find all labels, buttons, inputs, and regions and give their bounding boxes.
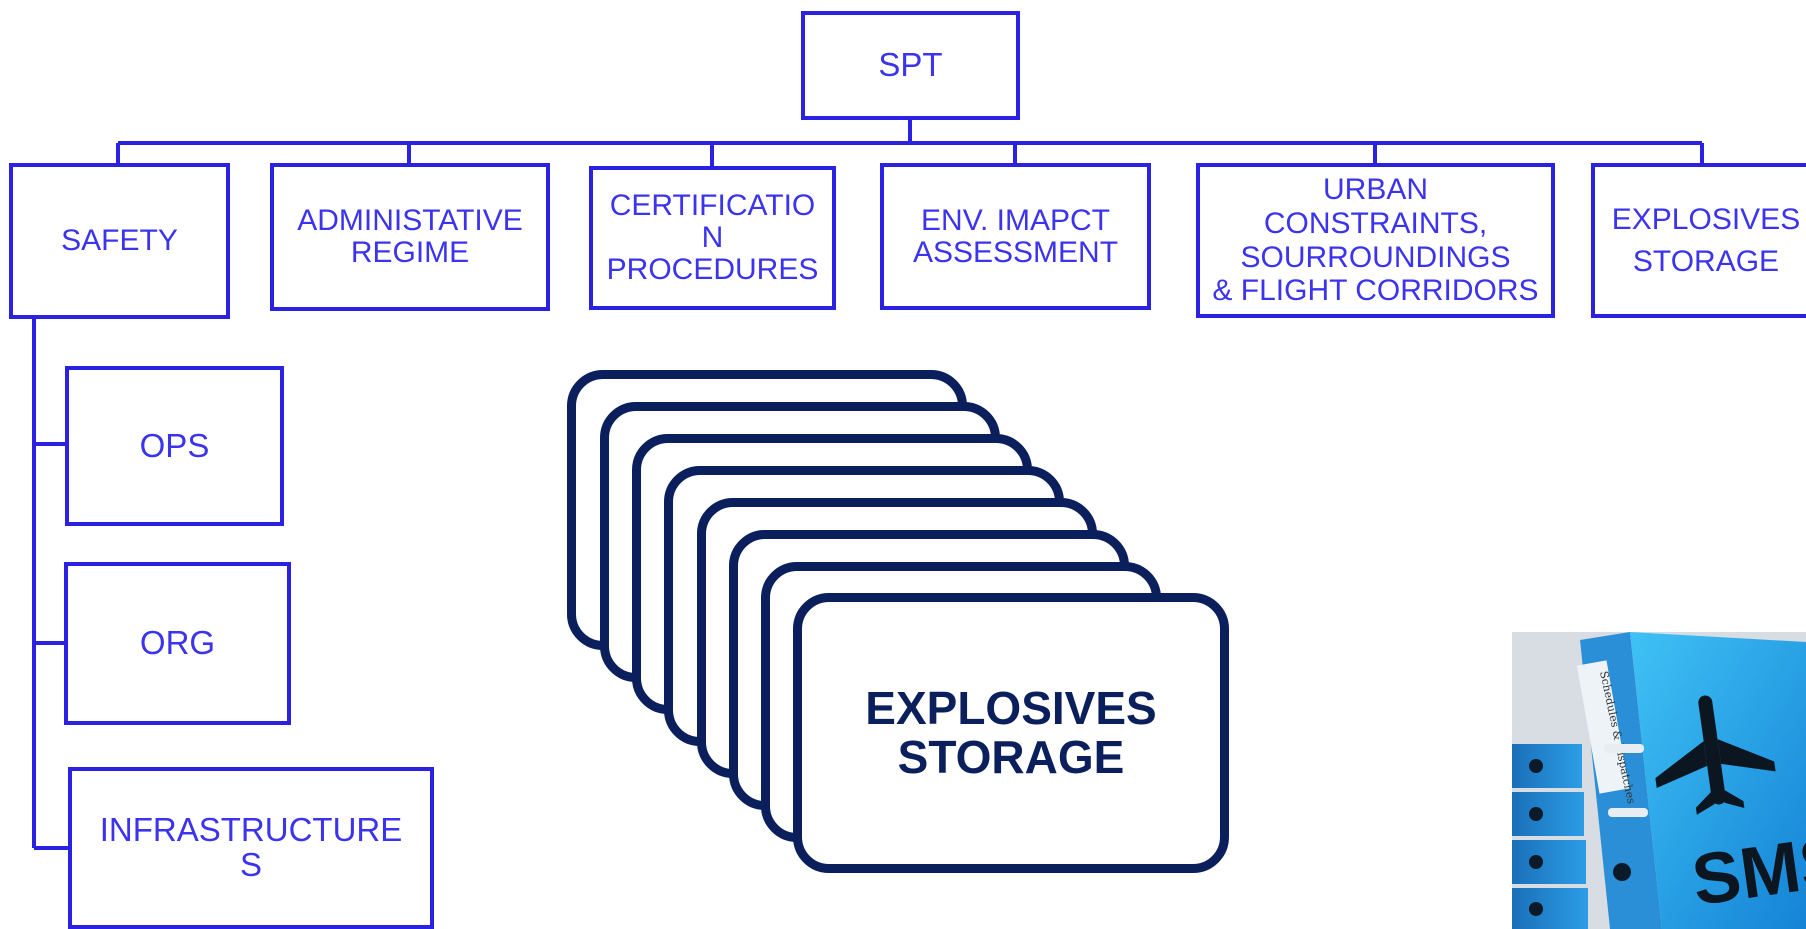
category-administrative-regime: ADMINISTATIVE REGIME bbox=[270, 163, 550, 311]
category-explosives-storage: EXPLOSIVES STORAGE bbox=[1591, 163, 1806, 318]
safety-child-ops: OPS bbox=[65, 366, 284, 526]
category-env-impact-assessment: ENV. IMAPCT ASSESSMENT bbox=[880, 163, 1151, 310]
stack-card-label: EXPLOSIVES STORAGE bbox=[865, 681, 1157, 783]
safety-child-infrastructures: INFRASTRUCTURE S bbox=[68, 767, 434, 929]
stack-card-front bbox=[793, 593, 1229, 873]
sms-binders-image: Schedules & Dispatches SMS bbox=[1512, 632, 1806, 929]
binder-stack-icon bbox=[1512, 744, 1588, 929]
airplane-icon bbox=[1655, 695, 1776, 815]
category-certification-procedures: CERTIFICATIO N PROCEDURES bbox=[589, 166, 836, 310]
safety-child-org: ORG bbox=[64, 562, 291, 725]
category-urban-constraints: URBAN CONSTRAINTS, SOURROUNDINGS & FLIGH… bbox=[1196, 163, 1555, 318]
category-safety: SAFETY bbox=[9, 163, 230, 319]
root-node-spt: SPT bbox=[801, 11, 1020, 120]
